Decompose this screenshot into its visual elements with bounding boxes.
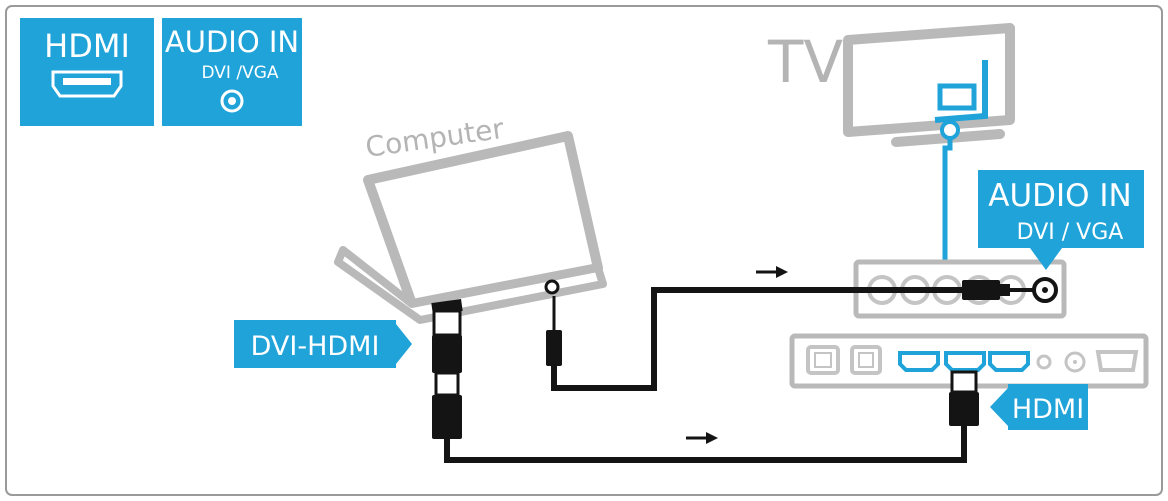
hdmi-port-icon	[51, 70, 123, 98]
tv-connector-line	[942, 138, 953, 265]
callout-hdmi: HDMI	[990, 384, 1088, 430]
callout-audio-in-title: AUDIO IN	[988, 178, 1132, 214]
legend-hdmi-label: HDMI	[44, 27, 130, 65]
callout-dvi-hdmi: DVI-HDMI	[234, 320, 412, 368]
laptop-icon	[334, 131, 607, 324]
dvi-hdmi-cable	[432, 309, 979, 463]
audio-jack-icon	[220, 89, 244, 113]
legend-audio-sub: DVI /VGA	[202, 63, 279, 83]
audio-cable	[546, 280, 1034, 391]
legend-audio-label: AUDIO IN	[165, 25, 299, 59]
tv-hdmi-in-port	[944, 351, 986, 372]
laptop-audio-port	[544, 279, 560, 295]
legend-audio: AUDIO IN DVI /VGA	[162, 18, 302, 126]
callout-dvi-hdmi-label: DVI-HDMI	[251, 331, 380, 362]
arrow-right-icon	[756, 266, 788, 278]
callout-audio-in: AUDIO IN DVI / VGA	[978, 170, 1144, 270]
legend-audio-box	[162, 18, 302, 126]
tv-icon	[843, 23, 1015, 147]
tv-label: TV	[767, 28, 843, 96]
callout-audio-in-sub: DVI / VGA	[1017, 220, 1124, 245]
callout-hdmi-label: HDMI	[1012, 394, 1084, 425]
arrow-right-icon	[686, 432, 718, 444]
legend-hdmi: HDMI	[20, 18, 154, 126]
